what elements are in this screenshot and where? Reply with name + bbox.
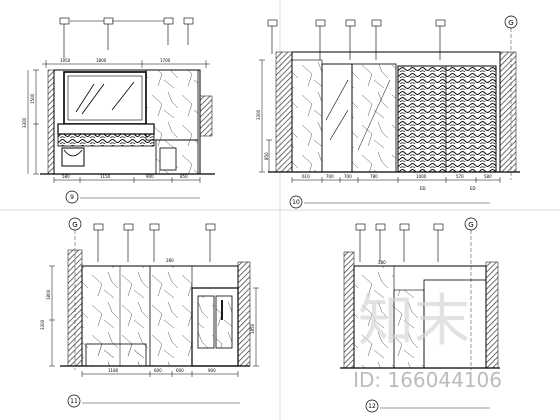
view12-number: 12 [368, 403, 376, 410]
watermark-logo: 知末 [358, 289, 470, 354]
view10-grid-tag: G [508, 19, 513, 27]
view10-number-bubble [289, 195, 303, 209]
view9-top-dim-1: 1800 [96, 58, 107, 63]
view9-bottom-dim-0: 580 [62, 174, 70, 179]
elevation-view-10: G 3300 850 [256, 15, 520, 209]
view11-number-bubble [67, 394, 81, 408]
view11-bottom-dim-0: 1180 [108, 368, 119, 373]
view10-side-dim-1: 850 [264, 152, 269, 160]
view12-grid-tag: G [468, 221, 473, 229]
view9-bottom-dim-1: 1150 [100, 174, 111, 179]
view11-bottom-dim-3: 900 [208, 368, 216, 373]
view9-bottom-dim-3: 850 [180, 174, 188, 179]
view10-number: 10 [292, 199, 300, 206]
view10-bottom-extra-1: ED [470, 186, 476, 191]
view10-bottom-dim-1: 700 [326, 174, 334, 179]
view10-bottom-dim-0: 610 [302, 174, 310, 179]
view11-grid-tag: G [72, 221, 77, 229]
watermark-id: ID: 166044106 [353, 368, 502, 392]
view10-bottom-dim-5: 570 [456, 174, 464, 179]
view12-number-bubble [365, 399, 379, 413]
view11-side-dim-1: 3300 [40, 319, 45, 330]
view12-top-dim-0: 280 [378, 260, 386, 265]
view10-bottom-dim-6: 580 [484, 174, 492, 179]
view9-bottom-dim-2: 900 [146, 174, 154, 179]
view11-bottom-dim-1: 600 [154, 368, 162, 373]
view10-bottom-dim-3: 780 [370, 174, 378, 179]
view9-side-dim-0: 1500 [30, 93, 35, 104]
view11-side-dim-0: 1800 [46, 289, 51, 300]
view10-bottom-dim-4: 1000 [416, 174, 427, 179]
elevation-view-12: G 280 12 [340, 217, 500, 413]
view9-side-dim-1: 3300 [22, 117, 27, 128]
view10-side-dim-0: 3300 [256, 109, 261, 120]
view11-bottom-dim-2: 600 [176, 368, 184, 373]
view11-side-dim-2: 1850 [250, 323, 255, 334]
elevation-view-11: G 280 [40, 217, 259, 408]
view10-bottom-extra-0: ED [420, 186, 426, 191]
view9-top-dim-0: 1950 [60, 58, 71, 63]
view9-number-bubble [65, 190, 79, 204]
view11-number: 11 [70, 398, 78, 405]
view10-bottom-dim-2: 700 [344, 174, 352, 179]
elevation-view-9: 1950 1800 1700 1500 [22, 17, 215, 204]
view9-top-dim-2: 1700 [160, 58, 171, 63]
view11-top-dim-0: 280 [166, 258, 174, 263]
view9-number: 9 [70, 194, 74, 201]
